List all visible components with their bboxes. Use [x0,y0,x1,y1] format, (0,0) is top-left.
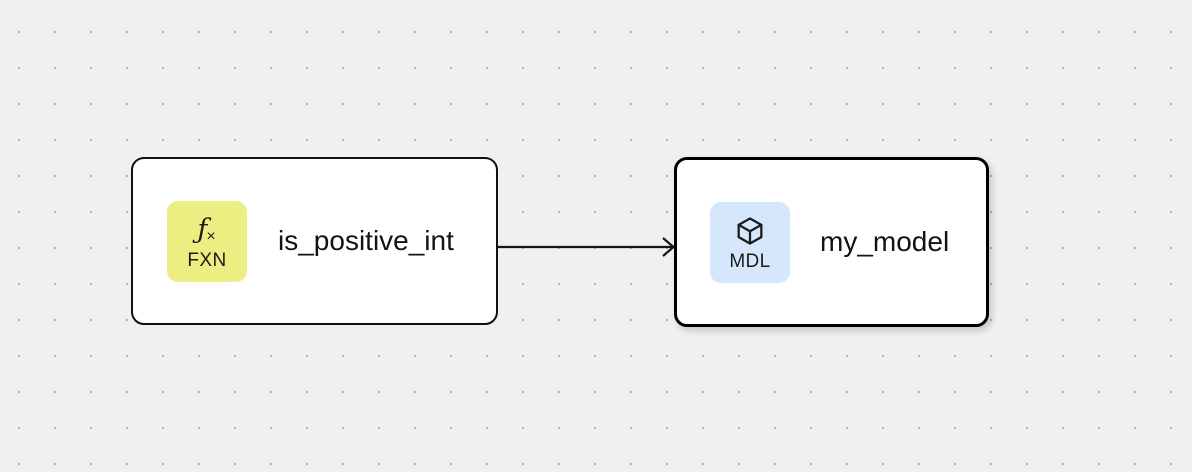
node-type-badge-mdl[interactable]: MDL [710,201,790,283]
graph-node-my-model[interactable]: MDL my_model [674,157,989,327]
edge-fxn-to-mdl[interactable] [497,237,676,257]
edge-arrowhead-icon [662,237,676,257]
node-type-abbr: MDL [729,251,771,272]
node-label: my_model [820,226,950,257]
cube-icon [733,213,767,249]
node-label: is_positive_int [278,225,454,256]
node-type-badge-fxn[interactable]: ƒ× FXN [167,200,247,282]
node-type-abbr: FXN [187,250,227,271]
function-fx-icon: ƒ× [197,213,216,245]
graph-node-is-positive-int[interactable]: ƒ× FXN is_positive_int [131,157,498,325]
